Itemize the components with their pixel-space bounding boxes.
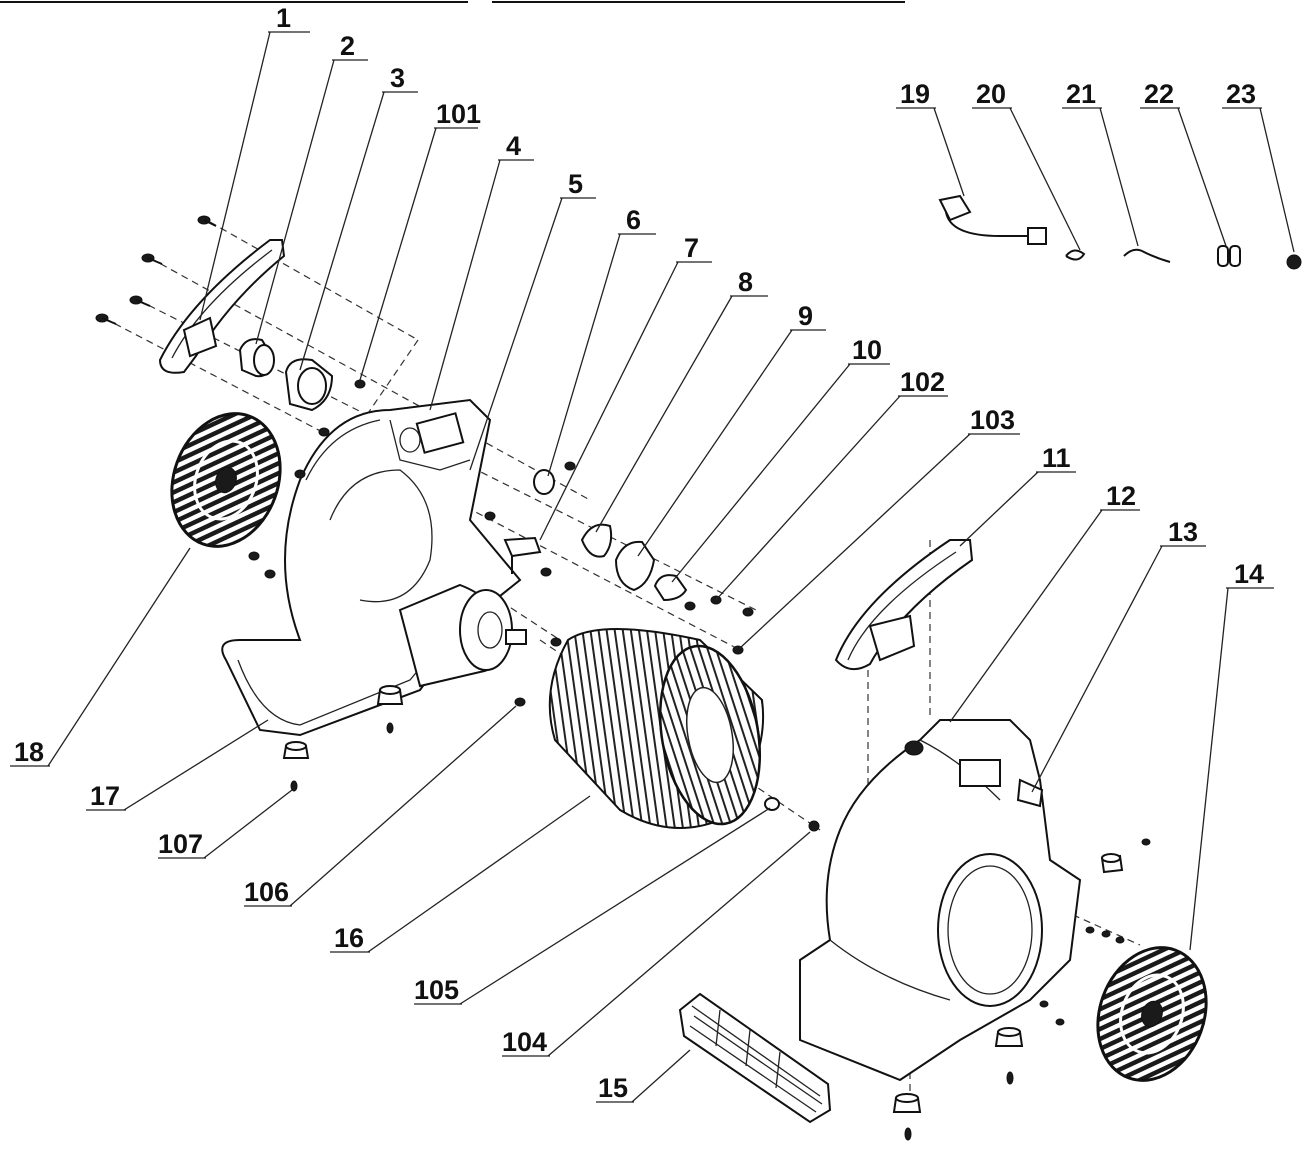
- callout-9: 9: [798, 301, 813, 331]
- part-104-nut: [808, 820, 820, 832]
- screws-left-group: [95, 215, 820, 832]
- part-10-plate: [653, 574, 688, 602]
- callout-104: 104: [502, 1027, 547, 1057]
- part-105-washer: [764, 797, 780, 811]
- callout-106: 106: [244, 877, 289, 907]
- motor-assembly: [398, 583, 527, 688]
- leader-lines: [10, 31, 1295, 1103]
- callout-23: 23: [1226, 79, 1256, 109]
- part-16-blower-wheel: [548, 628, 765, 829]
- part-9-disk: [614, 540, 656, 592]
- part-3-flange: [284, 358, 334, 412]
- right-small-parts: [892, 838, 1151, 1141]
- part-5-nut: [533, 469, 555, 495]
- part-14-grille-right: [1096, 946, 1208, 1082]
- part-15-bottom-grille: [678, 992, 832, 1124]
- callout-10: 10: [852, 335, 882, 365]
- callout-1: 1: [276, 3, 291, 33]
- callout-105: 105: [414, 975, 459, 1005]
- callout-17: 17: [90, 781, 120, 811]
- part-2-bushing: [238, 338, 276, 378]
- callout-16: 16: [334, 923, 364, 953]
- callout-labels: 1 2 3 101 4 5 6 7 8 9 10 102 103 11 12 1…: [14, 3, 1264, 1103]
- callout-3: 3: [390, 63, 405, 93]
- callout-15: 15: [598, 1073, 628, 1103]
- callout-21: 21: [1066, 79, 1096, 109]
- callout-12: 12: [1106, 481, 1136, 511]
- callout-5: 5: [568, 169, 583, 199]
- callout-19: 19: [900, 79, 930, 109]
- part-12-housing-right: [799, 719, 1082, 1082]
- callout-7: 7: [684, 233, 699, 263]
- callout-22: 22: [1144, 79, 1174, 109]
- callout-13: 13: [1168, 517, 1198, 547]
- callout-2: 2: [340, 31, 355, 61]
- part-1-handle-left: [158, 239, 286, 374]
- callout-14: 14: [1234, 559, 1264, 589]
- callout-8: 8: [738, 267, 753, 297]
- callout-4: 4: [506, 131, 521, 161]
- parts-19-to-23: [938, 194, 1302, 270]
- callout-102: 102: [900, 367, 945, 397]
- callout-6: 6: [626, 205, 641, 235]
- callout-11: 11: [1042, 443, 1071, 473]
- callout-103: 103: [970, 405, 1015, 435]
- callout-18: 18: [14, 737, 44, 767]
- part-11-handle-right: [834, 539, 974, 671]
- callout-107: 107: [158, 829, 203, 859]
- callout-101: 101: [436, 99, 481, 129]
- part-18-grille-left: [170, 412, 282, 548]
- parts-5-to-10: [503, 469, 688, 602]
- rubber-feet-left: [282, 685, 404, 792]
- part-8-ring: [580, 523, 613, 558]
- callout-20: 20: [976, 79, 1006, 109]
